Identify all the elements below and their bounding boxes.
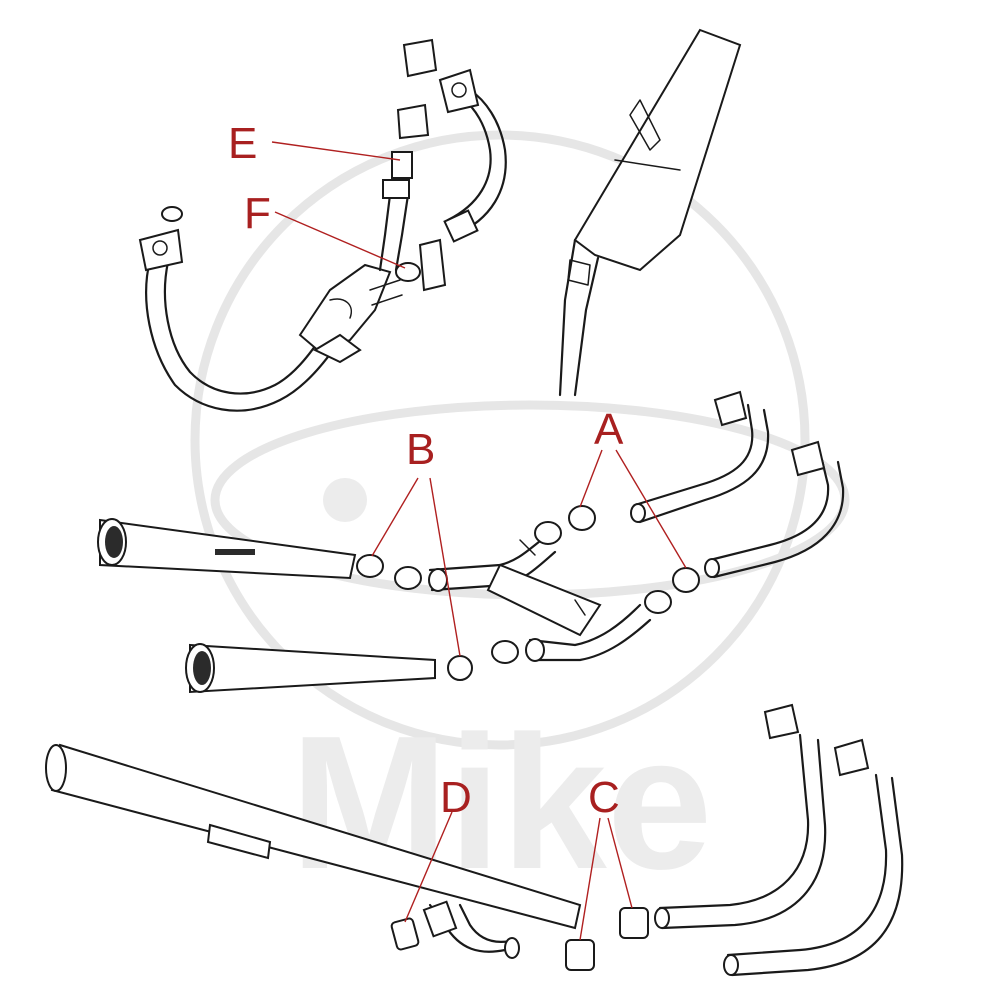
sleeve-d — [390, 917, 420, 951]
muffler-bracket — [629, 99, 661, 151]
right-header-lower-a — [708, 458, 830, 562]
collector-joint — [312, 333, 362, 364]
crossover-pipe-lower-b — [530, 618, 652, 662]
middle-pipe-cap — [382, 179, 410, 199]
watermark-dot — [323, 478, 367, 522]
muffler-joint — [567, 259, 591, 286]
left-gasket — [161, 206, 183, 222]
top-flange — [438, 68, 480, 114]
top-gasket — [402, 38, 438, 78]
clamp-b-upper — [356, 554, 384, 578]
right-header-upper-a — [633, 403, 754, 507]
lower-muffler — [189, 643, 436, 694]
label-d: D — [440, 773, 472, 822]
f-pipe-stub — [369, 279, 403, 306]
bracket-tabs — [519, 539, 586, 616]
leader-lines — [271, 141, 687, 941]
top-right-muffler — [558, 28, 742, 397]
leader-a-lower — [615, 449, 687, 569]
label-f: F — [244, 189, 271, 238]
sleeve-c-upper — [619, 907, 649, 939]
middle-pipe-right — [394, 193, 410, 272]
leader-a-upper — [579, 449, 603, 508]
crossover-pipe-upper-a — [428, 533, 550, 572]
leader-b-lower — [429, 477, 461, 657]
watermark-text: Mike — [290, 697, 712, 909]
watermark: Mike — [190, 130, 850, 909]
crossover-pipe-upper-end — [428, 568, 448, 592]
muffler-seam — [614, 159, 681, 171]
f-bracket — [418, 238, 447, 292]
top-left-exhaust-assembly — [138, 38, 507, 412]
sleeve-f — [395, 262, 421, 282]
long-muffler-end — [45, 744, 67, 792]
left-flange-hole — [152, 240, 168, 256]
upper-muffler-logo — [215, 549, 255, 555]
right-header-lower-flange — [790, 440, 826, 477]
leader-c-lower — [579, 817, 601, 941]
y-pipe-end — [504, 937, 520, 959]
right-header-pipe-inner — [446, 96, 492, 222]
muffler-tailpipe-left — [558, 238, 577, 397]
bottom-header-2b — [730, 776, 904, 977]
upper-muffler-outlet — [105, 526, 123, 558]
left-header-pipe-outer — [145, 258, 342, 412]
right-header-upper-b — [638, 408, 770, 524]
label-c: C — [588, 773, 620, 822]
crossover-pipe-lower-end — [525, 638, 545, 662]
clamp-upper-2 — [394, 566, 422, 590]
bridge-bracket — [486, 563, 602, 637]
sleeve-e — [391, 151, 413, 179]
right-header-upper-flange — [713, 390, 748, 427]
label-e: E — [228, 119, 257, 168]
left-header-pipe-inner — [163, 260, 328, 395]
sleeve-lower-joint — [644, 590, 672, 614]
clamp-b-lower — [447, 655, 473, 681]
bottom-header-2-flange — [833, 738, 870, 777]
right-header-lower-end — [704, 558, 720, 578]
sleeve-a-upper — [568, 505, 596, 531]
lower-muffler-outlet — [193, 651, 211, 685]
middle-flange-part — [396, 103, 430, 140]
sleeve-upper-joint — [534, 521, 562, 545]
right-pipe-clamp — [443, 209, 479, 243]
sleeve-c-lower — [565, 939, 595, 971]
label-a: A — [594, 405, 624, 454]
y-pipe-stub — [422, 900, 458, 938]
right-header-lower-b — [712, 460, 845, 579]
sleeve-a-lower — [672, 567, 700, 593]
collector-detail — [329, 298, 352, 319]
left-flange — [138, 228, 184, 272]
part-labels: E F B A D C — [228, 119, 624, 822]
bottom-header-1-end — [654, 907, 670, 929]
clamp-lower-2 — [491, 640, 519, 664]
leader-c-upper — [607, 817, 633, 909]
bottom-header-1-flange — [763, 703, 800, 740]
right-header-pipe-outer — [453, 88, 507, 237]
middle-exhaust-assembly — [97, 390, 845, 694]
bottom-header-1b — [660, 738, 827, 930]
right-header-upper-end — [630, 503, 646, 523]
long-muffler-bracket — [206, 823, 272, 860]
bottom-header-1a — [658, 733, 810, 910]
watermark-ring — [190, 130, 810, 750]
leader-d — [404, 811, 453, 923]
leader-e — [271, 141, 401, 161]
label-b: B — [406, 425, 435, 474]
leader-b-upper — [371, 477, 419, 557]
muffler-tailpipe-right — [573, 256, 600, 397]
crossover-pipe-lower-a — [528, 603, 642, 647]
bottom-exhaust-assembly — [45, 703, 904, 977]
leader-f — [274, 211, 406, 269]
bottom-header-2a — [726, 773, 888, 957]
bottom-header-2-end — [723, 954, 739, 976]
top-flange-hole — [451, 82, 467, 98]
